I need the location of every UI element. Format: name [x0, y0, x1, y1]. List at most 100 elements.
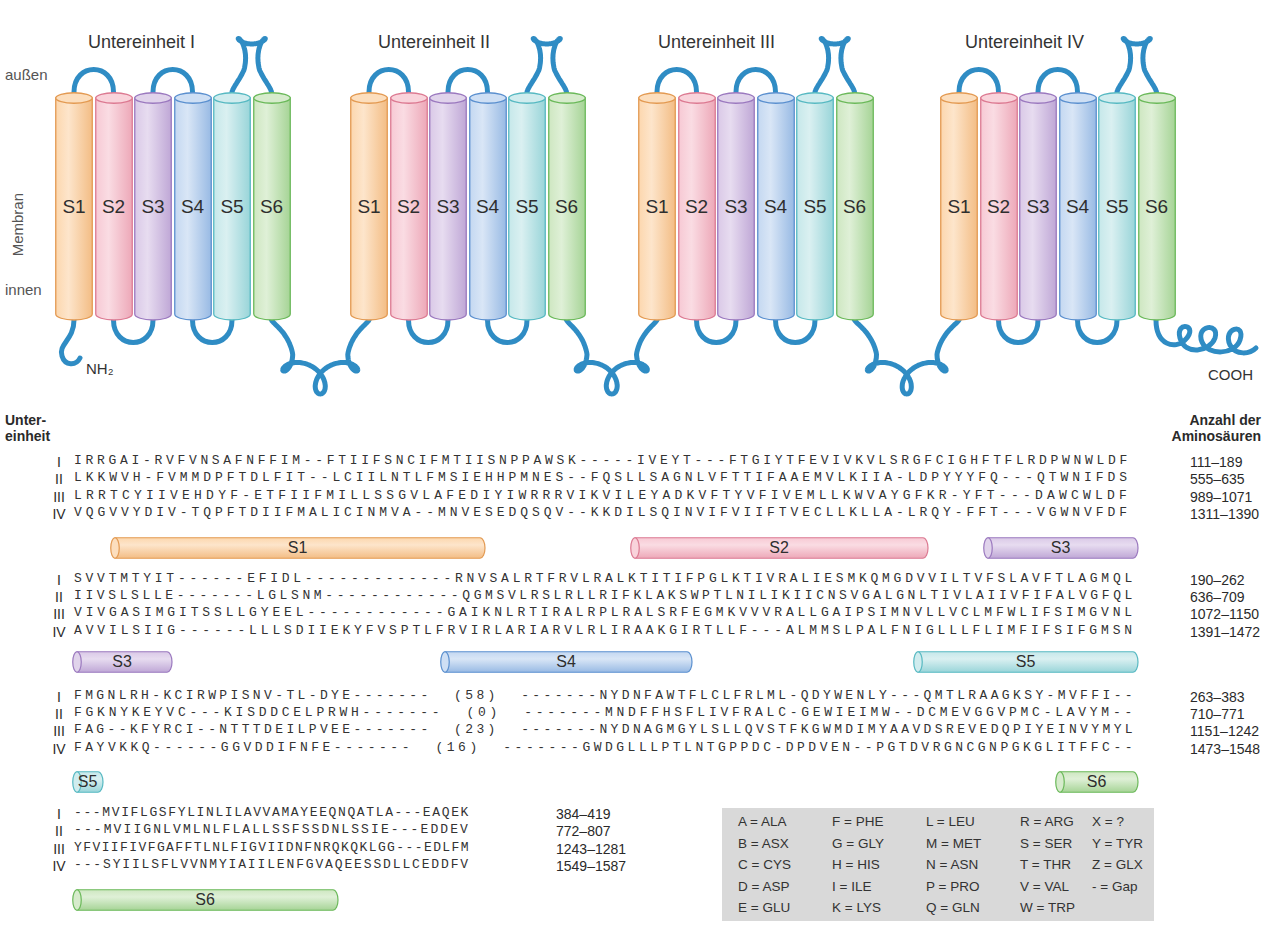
segment-label: S5: [515, 197, 538, 216]
helix-segment: S2: [678, 92, 716, 320]
sequence-row: FAG--KFYRCI--NTTTDEILPVEE------- (23) --…: [74, 723, 1136, 738]
bar-cap: [984, 538, 993, 559]
sequence-row: IIVSLSLLE-------LGLSNM------------QGMSVL…: [74, 589, 1136, 604]
row-numeral: IV: [46, 741, 72, 757]
segment-label: S4: [556, 654, 576, 670]
residue-range: 555–635: [1190, 471, 1245, 487]
code-key: W = TRP: [1020, 900, 1075, 916]
c-terminus-tail: [1156, 320, 1256, 353]
bar-body: [988, 538, 1138, 559]
segment-label: S5: [803, 197, 826, 216]
segment-label: S2: [685, 197, 708, 216]
segment-label: S3: [141, 197, 164, 216]
code-key: B = ASX: [738, 836, 789, 852]
helix-segment: S3: [717, 92, 755, 320]
helix-segment: S5: [213, 92, 251, 320]
bar-body: [77, 652, 172, 673]
cylinder-body: [1099, 98, 1136, 320]
cylinder-cap: [797, 93, 834, 104]
segment-label: S6: [843, 197, 866, 216]
segment-label: S4: [181, 197, 204, 216]
segment-label: S6: [1145, 197, 1168, 216]
peptide-loop: [736, 70, 776, 93]
segment-label: S5: [1016, 654, 1036, 670]
helix-segment: S6: [253, 92, 291, 320]
subunit-title: Untereinheit IV: [965, 32, 1084, 53]
residue-range: 636–709: [1190, 589, 1245, 605]
code-key: K = LYS: [832, 900, 881, 916]
peptide-loop: [409, 320, 449, 343]
n-terminus-tail: [61, 320, 80, 364]
cylinder-body: [95, 98, 132, 320]
code-key: V = VAL: [1020, 879, 1069, 895]
segment-label: S2: [397, 197, 420, 216]
segment-bar: S4: [440, 651, 692, 673]
cylinder-cap: [430, 93, 467, 104]
row-numeral: III: [46, 489, 72, 505]
row-numeral: II: [46, 706, 72, 722]
residue-range: 190–262: [1190, 572, 1245, 588]
row-numeral: I: [46, 572, 72, 588]
row-numeral: II: [46, 589, 72, 605]
helix-segment: S2: [390, 92, 428, 320]
code-key: R = ARG: [1020, 814, 1074, 830]
helix-segment: S4: [469, 92, 507, 320]
segment-label: S4: [476, 197, 499, 216]
code-key: L = LEU: [926, 814, 975, 830]
side-label: außen: [5, 66, 48, 83]
bar-body: [115, 538, 485, 559]
cylinder-cap: [941, 93, 978, 104]
cylinder-cap: [214, 93, 251, 104]
cylinder-body: [253, 98, 290, 320]
cylinder-body: [718, 98, 755, 320]
residue-range: 1391–1472: [1190, 624, 1260, 640]
peptide-loop: [1078, 320, 1118, 343]
peptide-loop: [448, 70, 488, 93]
cylinder-body: [941, 98, 978, 320]
residue-range: 1473–1548: [1190, 741, 1260, 757]
peptide-loop: [697, 320, 737, 343]
segment-bar: S5: [72, 771, 103, 793]
peptide-loop: [369, 70, 409, 93]
sequence-row: LKKWVH-FVMMDPFTDLFIT--LCIILNTLFMSIEHHPMN…: [74, 471, 1131, 486]
sequence-row: VQGVVYDIV-TQPFTDIIFMALICINMVA--MNVESEDQS…: [74, 506, 1131, 521]
cylinder-cap: [718, 93, 755, 104]
peptide-loop: [527, 38, 567, 92]
sequence-row: ---SYIILSFLVVNMYIAIILENFGVAQEESSDLLCEDDF…: [74, 858, 470, 873]
helix-segment: S6: [836, 92, 874, 320]
terminus-label: COOH: [1208, 366, 1253, 383]
subunit-title: Untereinheit III: [658, 32, 775, 53]
row-numeral: I: [46, 689, 72, 705]
code-key: Q = GLN: [926, 900, 980, 916]
bar-cap: [73, 890, 82, 911]
code-key: X = ?: [1092, 814, 1124, 830]
cylinder-cap: [1059, 93, 1096, 104]
segment-label: S2: [987, 197, 1010, 216]
segment-label: S3: [1051, 540, 1071, 556]
code-key: N = ASN: [926, 857, 978, 873]
cylinder-cap: [253, 93, 290, 104]
sequence-row: IRRGAI-RVFVNSAFNFFIM--FTIIFSNCIFMTIISNPP…: [74, 454, 1131, 469]
peptide-loop: [74, 70, 114, 93]
segment-label: S6: [195, 892, 215, 908]
segment-label: S1: [62, 197, 85, 216]
cylinder-body: [836, 98, 873, 320]
code-key: Y = TYR: [1092, 836, 1143, 852]
peptide-loop: [272, 320, 370, 394]
code-key: H = HIS: [832, 857, 880, 873]
residue-range: 1311–1390: [1190, 506, 1259, 522]
cylinder-body: [174, 98, 211, 320]
sequence-row: ---MVIIGNLVMLNLFLALLSSFSSDNLSSIE---EDDEV: [74, 823, 470, 838]
helix-segment: S5: [1098, 92, 1136, 320]
segment-bar: S2: [630, 537, 928, 559]
cylinder-cap: [639, 93, 676, 104]
bar-body: [918, 652, 1138, 673]
code-key: - = Gap: [1092, 879, 1137, 895]
row-numeral: IV: [46, 624, 72, 640]
cylinder-body: [757, 98, 794, 320]
cylinder-cap: [174, 93, 211, 104]
bar-cap: [914, 652, 923, 673]
code-key: E = GLU: [738, 900, 790, 916]
sequence-row: LRRTCYIIVEHDYF-ETFIIFMILLSSGVLAFEDIYIWRR…: [74, 489, 1131, 504]
